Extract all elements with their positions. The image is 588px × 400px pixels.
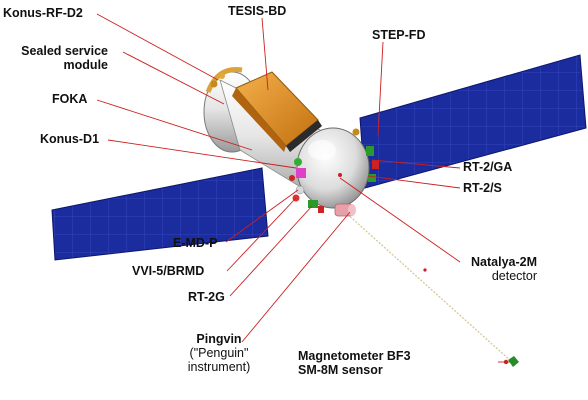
- label-pingvin: Pingvin ("Penguin" instrument): [180, 332, 258, 374]
- magnetometer-boom: [344, 211, 513, 363]
- label-rt2g: RT-2G: [188, 290, 225, 304]
- label-rt2-s: RT-2/S: [463, 181, 502, 195]
- label-konus-d1: Konus-D1: [40, 132, 100, 146]
- label-konus-rf-d2: Konus-RF-D2: [3, 6, 83, 20]
- magnetometer-sensor: [508, 356, 519, 367]
- konus-d1-unit: [296, 168, 306, 178]
- label-step-fd: STEP-FD: [372, 28, 426, 42]
- label-foka: FOKA: [52, 92, 88, 106]
- left-solar-panel: [51, 167, 269, 261]
- leader-lines: [96, 13, 510, 363]
- label-e-md-p: E-MD-P: [173, 236, 218, 250]
- label-rt2-ga: RT-2/GA: [463, 160, 513, 174]
- label-pingvin-line2: ("Penguin": [189, 346, 249, 360]
- label-sealed-service-line2: module: [63, 58, 108, 72]
- label-tesis-bd: TESIS-BD: [228, 4, 287, 18]
- label-magnetometer-line2: SM-8M sensor: [298, 363, 383, 377]
- label-natalya-line2: detector: [491, 269, 537, 283]
- label-natalya-2m: Natalya-2M detector: [461, 255, 537, 283]
- label-sealed-service-module: Sealed service module: [6, 44, 108, 72]
- front-dome: [296, 127, 370, 209]
- label-magnetometer-line1: Magnetometer BF3: [298, 349, 411, 363]
- label-pingvin-line1: Pingvin: [196, 332, 242, 346]
- label-vvi5-brmd: VVI-5/BRMD: [132, 264, 205, 278]
- label-pingvin-line3: instrument): [187, 360, 251, 374]
- label-sealed-service-line1: Sealed service: [21, 44, 108, 58]
- label-natalya-line1: Natalya-2M: [471, 255, 537, 269]
- label-magnetometer: Magnetometer BF3 SM-8M sensor: [298, 349, 411, 377]
